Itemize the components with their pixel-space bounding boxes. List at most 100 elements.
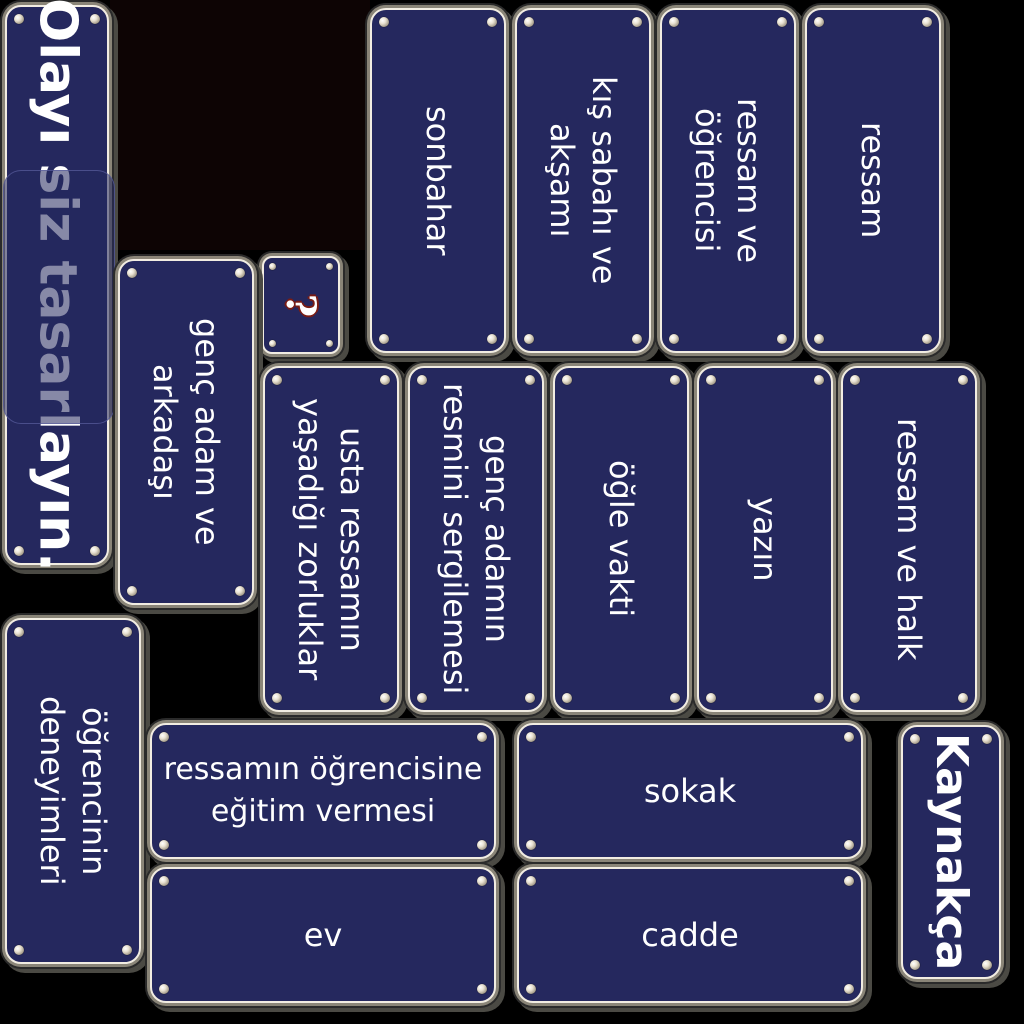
rivet-icon [814, 334, 824, 344]
rivet-icon [272, 693, 282, 703]
rivet-icon [14, 14, 24, 24]
rivet-icon [487, 334, 497, 344]
rivet-icon [850, 693, 860, 703]
rivet-icon [326, 263, 333, 270]
rivet-icon [235, 586, 245, 596]
rivet-icon [526, 984, 536, 994]
card-ressam-halk[interactable]: ressam ve halk [841, 366, 977, 712]
card-usta-ressam-zorluklar[interactable]: usta ressamın yaşadığı zorluklar [263, 366, 399, 712]
rivet-icon [814, 375, 824, 385]
card-cadde[interactable]: cadde [517, 867, 863, 1003]
card-label: öğle vakti [602, 460, 641, 618]
rivet-icon [670, 693, 680, 703]
rivet-icon [706, 375, 716, 385]
card-label: Kaynakça [926, 733, 978, 971]
rivet-icon [90, 546, 100, 556]
rivet-icon [122, 945, 132, 955]
rivet-icon [844, 840, 854, 850]
rivet-icon [417, 375, 427, 385]
card-ev[interactable]: ev [150, 867, 496, 1003]
card-kis-sabahi[interactable]: kış sabahı ve akşamı [515, 8, 651, 353]
title-card[interactable]: Olayı siz tasarlayın. [5, 0, 109, 572]
rivet-icon [982, 960, 992, 970]
rivet-icon [477, 876, 487, 886]
rivet-icon [477, 984, 487, 994]
rivet-icon [814, 693, 824, 703]
rivet-icon [122, 627, 132, 637]
rivet-icon [910, 960, 920, 970]
rivet-icon [844, 732, 854, 742]
rivet-icon [14, 546, 24, 556]
rivet-icon [14, 627, 24, 637]
rivet-icon [235, 268, 245, 278]
help-card[interactable]: ? [262, 256, 340, 354]
rivet-icon [90, 14, 100, 24]
rivet-icon [127, 268, 137, 278]
rivet-icon [127, 586, 137, 596]
rivet-icon [910, 734, 920, 744]
card-sonbahar[interactable]: sonbahar [370, 8, 506, 353]
rivet-icon [159, 984, 169, 994]
rivet-icon [526, 876, 536, 886]
card-label: usta ressamın yaşadığı zorluklar [291, 397, 372, 681]
rivet-icon [380, 375, 390, 385]
rivet-icon [850, 375, 860, 385]
rivet-icon [526, 732, 536, 742]
rivet-icon [777, 334, 787, 344]
rivet-icon [524, 334, 534, 344]
rivet-icon [814, 17, 824, 27]
rivet-icon [669, 17, 679, 27]
rivet-icon [269, 340, 276, 347]
rivet-icon [706, 693, 716, 703]
rivet-icon [982, 734, 992, 744]
rivet-icon [524, 17, 534, 27]
card-ressam-egitim[interactable]: ressamın öğrencisine eğitim vermesi [150, 723, 496, 859]
rivet-icon [269, 263, 276, 270]
rivet-icon [326, 340, 333, 347]
rivet-icon [670, 375, 680, 385]
card-yazin[interactable]: yazın [697, 366, 833, 712]
card-kaynakca[interactable]: Kaynakça [901, 725, 1001, 979]
card-label: ev [303, 915, 343, 954]
rivet-icon [922, 334, 932, 344]
rivet-icon [844, 984, 854, 994]
card-label: sonbahar [419, 105, 458, 256]
card-ogle-vakti[interactable]: öğle vakti [553, 366, 689, 712]
card-ressam[interactable]: ressam [805, 8, 941, 353]
card-sokak[interactable]: sokak [517, 723, 863, 859]
rivet-icon [562, 693, 572, 703]
card-label: kış sabahı ve akşamı [543, 76, 624, 285]
card-label: genç adamın resmini sergilemesi [436, 383, 517, 695]
card-label: sokak [643, 771, 737, 810]
card-label: genç adam ve arkadaşı [146, 318, 227, 546]
card-ogrenci-deneyimleri[interactable]: öğrencinin deneyimleri [5, 618, 141, 964]
rivet-icon [159, 732, 169, 742]
rivet-icon [14, 945, 24, 955]
rivet-icon [669, 334, 679, 344]
rivet-icon [844, 876, 854, 886]
rivet-icon [159, 876, 169, 886]
rivet-icon [477, 732, 487, 742]
rivet-icon [272, 375, 282, 385]
card-label: cadde [641, 915, 739, 954]
card-genc-adam-sergi[interactable]: genç adamın resmini sergilemesi [408, 366, 544, 712]
rivet-icon [380, 693, 390, 703]
card-genc-adam-arkadasi[interactable]: genç adam ve arkadaşı [118, 259, 254, 605]
card-label: ressamın öğrencisine eğitim vermesi [163, 752, 483, 829]
rivet-icon [922, 17, 932, 27]
card-ressam-ogrencisi[interactable]: ressam ve öğrencisi [660, 8, 796, 353]
title-text: Olayı siz tasarlayın. [27, 0, 88, 572]
card-label: yazın [746, 496, 785, 582]
rivet-icon [379, 17, 389, 27]
question-mark-icon: ? [277, 293, 325, 317]
rivet-icon [958, 375, 968, 385]
rivet-icon [477, 840, 487, 850]
rivet-icon [632, 17, 642, 27]
card-label: öğrencinin deneyimleri [33, 696, 114, 886]
rivet-icon [777, 17, 787, 27]
card-label: ressam ve öğrencisi [688, 97, 769, 264]
rivet-icon [525, 375, 535, 385]
rivet-icon [417, 693, 427, 703]
card-label: ressam [854, 122, 893, 239]
